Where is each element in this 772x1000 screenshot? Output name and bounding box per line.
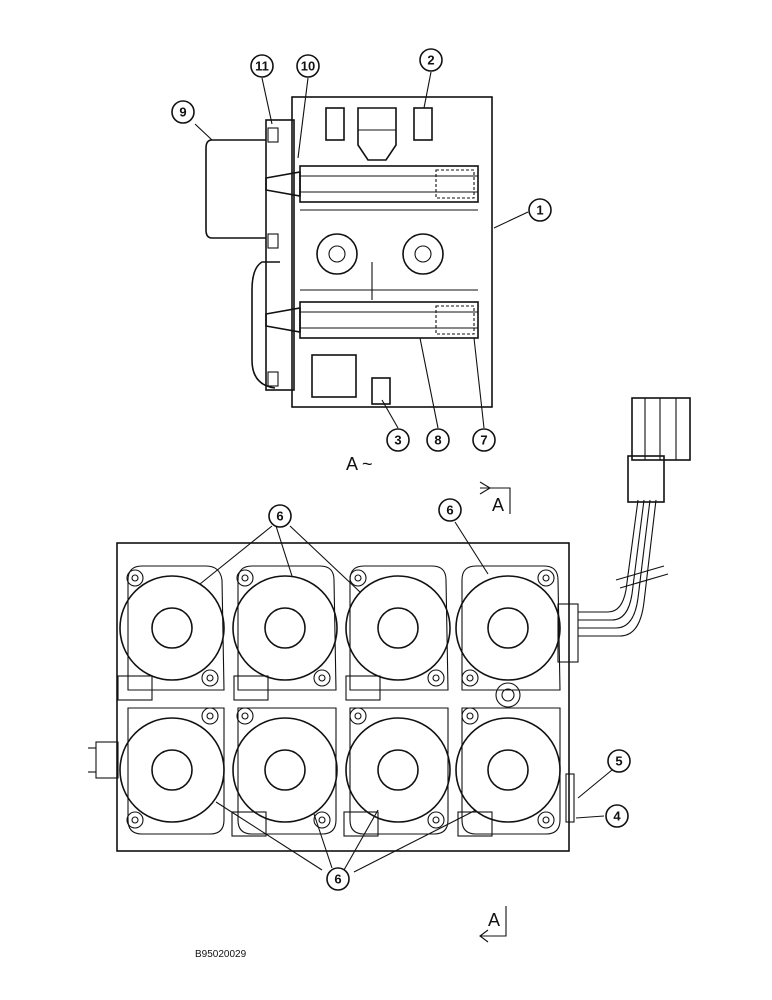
callout-9: 9 [171, 100, 195, 124]
svg-text:9: 9 [179, 105, 186, 120]
upper-spool-spring [435, 169, 475, 199]
view-a-label: A ~ [346, 454, 373, 474]
upper-plunger [265, 171, 301, 197]
top-check-valve [357, 107, 397, 161]
svg-text:6: 6 [334, 872, 341, 887]
upper-spool-bore [299, 165, 479, 203]
callout-6-top-right: 6 [438, 498, 462, 522]
harness-connector [631, 397, 691, 461]
svg-text:5: 5 [615, 754, 622, 769]
svg-text:10: 10 [301, 59, 315, 74]
drawing-code: B95020029 [195, 949, 247, 960]
port-circle-right [402, 233, 444, 275]
solenoid-8 [455, 707, 561, 837]
svg-text:11: 11 [255, 59, 269, 74]
callout-3: 3 [386, 428, 410, 452]
lower-spool-bore [299, 301, 479, 339]
side-plug [565, 773, 575, 823]
callout-10: 10 [296, 54, 320, 78]
callout-1: 1 [528, 198, 552, 222]
valve-block-body [291, 96, 493, 408]
callout-5: 5 [607, 749, 631, 773]
top-view-leaders [194, 71, 529, 429]
top-port-right [413, 107, 433, 141]
solenoid-1 [117, 565, 225, 701]
top-port-left [325, 107, 345, 141]
solenoid-5 [88, 707, 225, 835]
section-arrow-bottom: A [479, 906, 507, 943]
solenoid-7 [343, 707, 451, 837]
lower-plunger [265, 307, 301, 333]
svg-text:A: A [492, 495, 504, 515]
svg-text:6: 6 [276, 509, 283, 524]
manifold-plate [116, 542, 570, 852]
bottom-port-right [371, 377, 391, 405]
bottom-port-left [311, 354, 357, 398]
solenoid-3 [345, 565, 451, 701]
section-arrow-mid: A [479, 481, 511, 515]
callout-7: 7 [472, 428, 496, 452]
lower-spool-spring [435, 305, 475, 335]
svg-text:8: 8 [434, 433, 441, 448]
solenoid-2 [232, 565, 338, 701]
solenoid-bank-view [88, 542, 579, 852]
harness-connector-lower [627, 455, 665, 503]
callout-4: 4 [605, 804, 629, 828]
svg-text:3: 3 [394, 433, 401, 448]
svg-text:2: 2 [427, 53, 434, 68]
svg-text:A: A [488, 910, 500, 930]
svg-text:1: 1 [536, 203, 543, 218]
lower-solenoid-housing [251, 261, 280, 389]
svg-text:4: 4 [613, 809, 621, 824]
callout-11: 11 [250, 54, 274, 78]
center-port [495, 682, 521, 708]
callout-6-top-left: 6 [268, 504, 292, 528]
port-circle-left [316, 233, 358, 275]
valve-cross-section-view [205, 96, 493, 408]
callout-2: 2 [419, 48, 443, 72]
callout-8: 8 [426, 428, 450, 452]
upper-solenoid-housing [205, 139, 266, 239]
callout-6-bottom: 6 [326, 867, 350, 891]
wire-harness [578, 397, 691, 637]
connector-block [557, 603, 579, 663]
svg-text:7: 7 [480, 433, 487, 448]
solenoid-4 [455, 565, 579, 691]
valve-flange-plate [265, 119, 295, 391]
solenoid-6 [231, 707, 338, 837]
svg-text:6: 6 [446, 503, 453, 518]
bottom-view-leaders [199, 521, 613, 873]
